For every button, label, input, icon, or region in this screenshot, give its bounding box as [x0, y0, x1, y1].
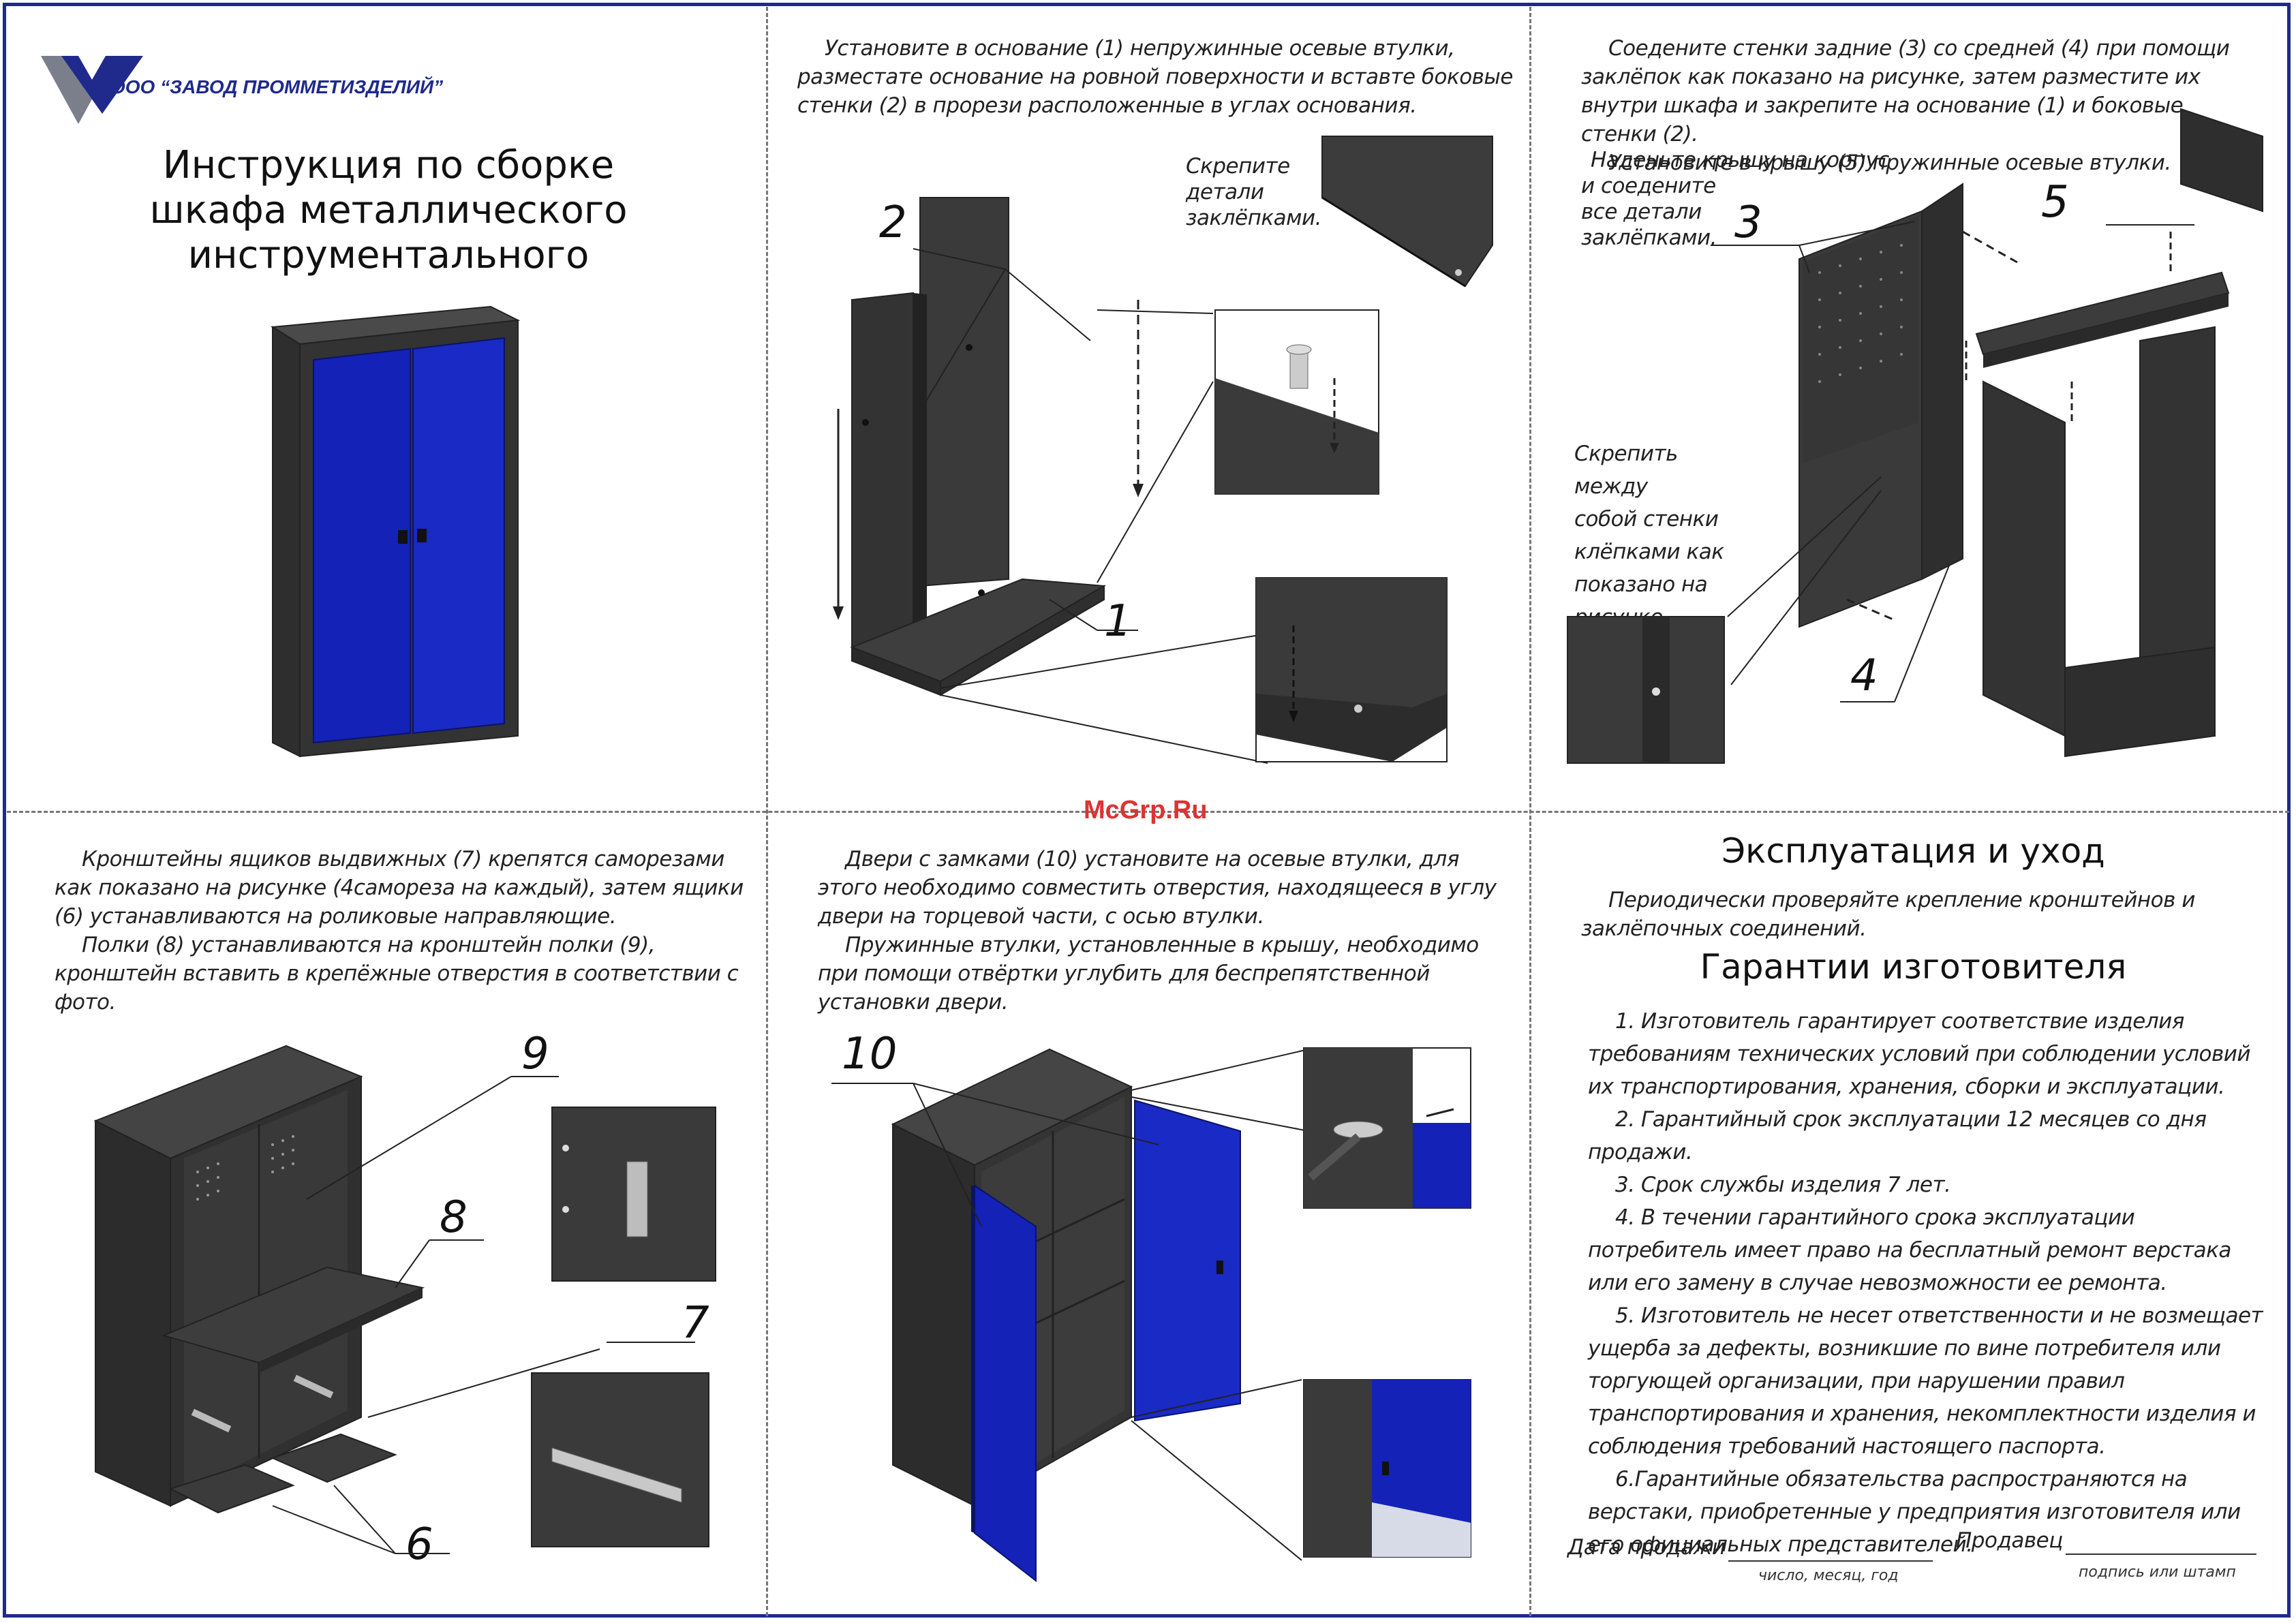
seller-line[interactable]	[2066, 1533, 2257, 1555]
warranty-item: 1. Изготовитель гарантирует соответствие…	[1588, 1009, 2251, 1099]
warranty-title: Гарантии изготовителя	[1700, 947, 2127, 987]
step-2-text: Соедените стенки задние (3) со средней (…	[1581, 36, 2230, 175]
callout-walls: 2	[879, 198, 907, 248]
sale-date-line[interactable]	[1728, 1540, 1933, 1562]
warranty-list: 1. Изготовитель гарантирует соответствие…	[1588, 1005, 2276, 1561]
company-name: ООО “ЗАВОД ПРОММЕТИЗДЕЛИЙ”	[110, 76, 444, 97]
panel-step-2: Соедените стенки задние (3) со средней (…	[1540, 14, 2286, 804]
callout-roof: 5	[2041, 177, 2069, 228]
title-line-3: инструментального	[187, 233, 590, 277]
wall-assembly-illustration	[1711, 108, 2263, 758]
sale-date-label: Дата продажи	[1567, 1535, 1726, 1560]
fold-line-horizontal	[7, 811, 2289, 813]
callout-back-wall: 3	[1734, 198, 1762, 248]
page-title: Инструкция по сборке шкафа металлическог…	[82, 143, 695, 278]
callout-middle-wall: 4	[1850, 651, 1878, 701]
roof-note: Наденьте крышу на корпус и соедените все…	[1581, 148, 1889, 250]
warranty-item: 4. В течении гарантийного срока эксплуат…	[1588, 1205, 2231, 1295]
triangle-logo-icon	[41, 56, 143, 124]
title-line-2: шкафа металлического	[149, 188, 628, 232]
base-and-walls-illustration	[833, 197, 1144, 696]
callout-rail: 7	[682, 1298, 709, 1348]
cabinet-doors-illustration	[831, 1048, 1309, 1583]
warranty-item: 5. Изготовитель не несет ответственности…	[1588, 1303, 2263, 1459]
detail-wall-rivet	[1567, 616, 1725, 764]
seller-hint: подпись или штамп	[2079, 1564, 2236, 1581]
detail-shelf-bracket	[551, 1107, 716, 1282]
panel-step-3: Кронштейны ящиков выдвижных (7) крепятся…	[14, 818, 760, 1611]
step-3-text: Кронштейны ящиков выдвижных (7) крепятся…	[55, 847, 744, 1015]
page-frame	[3, 3, 2291, 1618]
detail-pin	[1214, 309, 1379, 495]
open-cabinet-shelves-illustration	[93, 1045, 695, 1554]
warranty-item: 2. Гарантийный срок эксплуатации 12 меся…	[1588, 1107, 2207, 1164]
detail-corner	[1255, 577, 1448, 762]
callout-base: 1	[1104, 596, 1132, 647]
callout-bracket: 9	[521, 1029, 549, 1079]
panel-step-1: Установите в основание (1) непружинные о…	[777, 14, 1523, 804]
watermark: McGrp.Ru	[1084, 796, 1208, 824]
detail-hinge	[1303, 1047, 1471, 1209]
leader-lines	[913, 248, 1268, 764]
panel-warranty: Эксплуатация и уход Периодически проверя…	[1540, 818, 2286, 1611]
detail-door-lock	[1303, 1379, 1471, 1558]
seller-label: Продавец	[1956, 1528, 2063, 1553]
panel-title: ООО “ЗАВОД ПРОММЕТИЗДЕЛИЙ” Инструкция по…	[14, 14, 756, 804]
detail-rivet-top	[1321, 136, 1493, 288]
cabinet-closed-illustration	[270, 305, 521, 758]
rivet-note: Скрепите детали заклёпками.	[1186, 154, 1321, 230]
callout-drawer: 6	[405, 1519, 433, 1570]
sale-date-hint: число, месяц, год	[1758, 1567, 1899, 1584]
detail-drawer-rail	[531, 1372, 709, 1547]
title-line-1: Инструкция по сборке	[162, 143, 615, 187]
callout-doors: 10	[842, 1029, 898, 1079]
callout-shelf: 8	[440, 1192, 468, 1243]
warranty-item: 3. Срок службы изделия 7 лет.	[1615, 1173, 1951, 1197]
step-4-text: Двери с замками (10) установите на осевы…	[818, 847, 1497, 1015]
panel-step-4: Двери с замками (10) установите на осевы…	[777, 818, 1523, 1611]
care-text: Периодически проверяйте крепление кроншт…	[1581, 888, 2195, 941]
care-title: Эксплуатация и уход	[1721, 831, 2105, 871]
warranty-item: 6.Гарантийные обязательства распространя…	[1588, 1467, 2241, 1557]
step-1-text: Установите в основание (1) непружинные о…	[797, 36, 1513, 118]
